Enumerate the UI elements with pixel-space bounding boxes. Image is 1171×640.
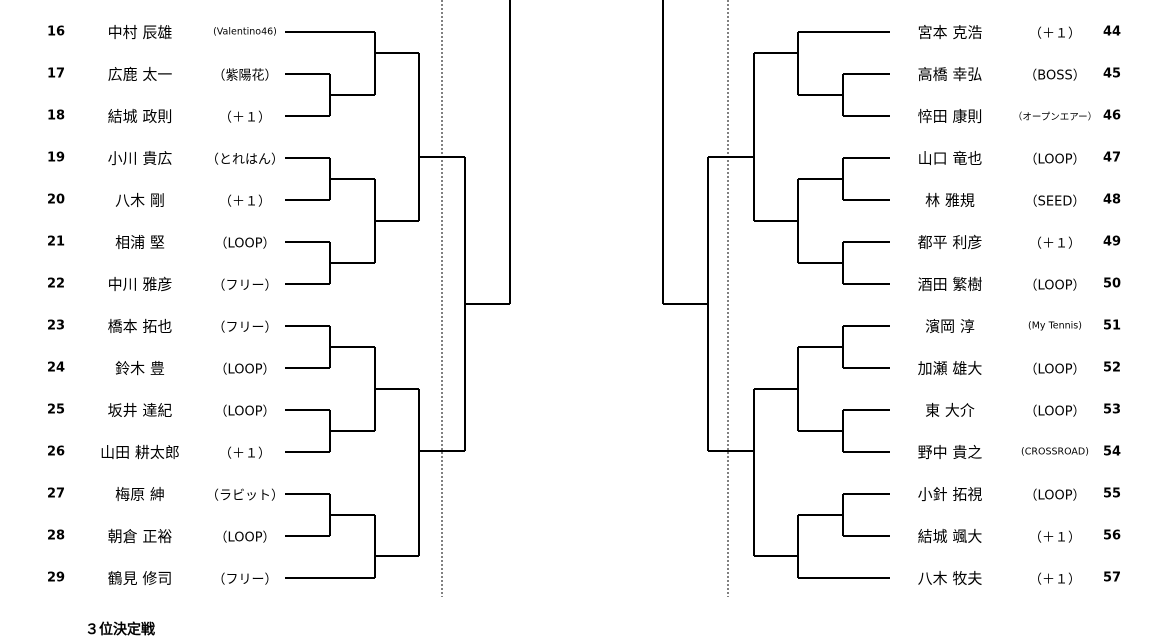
player-club: （LOOP） xyxy=(1024,488,1086,504)
player-name: 野中 貴之 xyxy=(917,443,983,462)
player-number: 20 xyxy=(46,192,66,208)
player-number: 50 xyxy=(1102,276,1122,292)
player-name: 小針 拓視 xyxy=(917,485,983,504)
player-number: 53 xyxy=(1102,402,1122,418)
player-number: 28 xyxy=(46,528,66,544)
player-name: 坂井 達紀 xyxy=(107,401,173,420)
player-club: （フリー） xyxy=(212,572,278,588)
player-number: 27 xyxy=(46,486,66,502)
player-club: (Valentino46) xyxy=(213,26,277,38)
player-club: （ラビット） xyxy=(205,488,284,504)
player-number: 26 xyxy=(46,444,66,460)
player-club: （オープンエアー） xyxy=(1012,112,1098,123)
player-name: 鈴木 豊 xyxy=(115,359,165,378)
player-number: 22 xyxy=(46,276,66,292)
player-number: 54 xyxy=(1102,444,1122,460)
player-number: 25 xyxy=(46,402,66,418)
player-club: （＋１） xyxy=(1028,26,1081,42)
player-name: 広鹿 太一 xyxy=(107,65,173,84)
player-name: 橋本 拓也 xyxy=(107,317,173,336)
player-number: 48 xyxy=(1102,192,1122,208)
player-number: 23 xyxy=(46,318,66,334)
player-name: 高橋 幸弘 xyxy=(917,65,983,84)
player-name: 結城 政則 xyxy=(107,107,173,126)
player-name: 都平 利彦 xyxy=(917,233,983,252)
player-number: 57 xyxy=(1102,570,1122,586)
player-name: 中村 辰雄 xyxy=(107,23,173,42)
player-number: 55 xyxy=(1102,486,1122,502)
player-name: 結城 颯大 xyxy=(917,527,983,546)
player-name: 山口 竜也 xyxy=(917,149,983,168)
player-club: （フリー） xyxy=(212,320,278,336)
player-number: 19 xyxy=(46,150,66,166)
player-club: （＋１） xyxy=(218,446,271,462)
player-name: 濱岡 淳 xyxy=(925,317,975,336)
player-name: 朝倉 正裕 xyxy=(107,527,173,546)
player-club: （＋１） xyxy=(218,194,271,210)
player-number: 16 xyxy=(46,24,66,40)
player-name: 酒田 繁樹 xyxy=(917,275,983,294)
player-name: 林 雅規 xyxy=(925,191,975,210)
player-number: 24 xyxy=(46,360,66,376)
player-number: 17 xyxy=(46,66,66,82)
player-number: 52 xyxy=(1102,360,1122,376)
player-club: (My Tennis) xyxy=(1028,320,1082,332)
player-name: 東 大介 xyxy=(925,401,975,420)
player-name: 梅原 紳 xyxy=(115,485,165,504)
player-number: 56 xyxy=(1102,528,1122,544)
player-name: 鶴見 修司 xyxy=(107,569,173,588)
player-club: （BOSS） xyxy=(1024,68,1086,84)
player-club: （＋１） xyxy=(218,110,271,126)
player-club: （LOOP） xyxy=(1024,362,1086,378)
player-club: （LOOP） xyxy=(1024,404,1086,420)
player-club: （SEED） xyxy=(1024,194,1086,210)
player-name: 相浦 堅 xyxy=(115,233,165,252)
player-number: 51 xyxy=(1102,318,1122,334)
player-number: 21 xyxy=(46,234,66,250)
player-club: （＋１） xyxy=(1028,530,1081,546)
player-name: 宮本 克浩 xyxy=(917,23,983,42)
player-number: 44 xyxy=(1102,24,1122,40)
player-number: 46 xyxy=(1102,108,1122,124)
player-club: （とれはん） xyxy=(205,152,284,168)
player-number: 47 xyxy=(1102,150,1122,166)
player-number: 45 xyxy=(1102,66,1122,82)
player-name: 八木 剛 xyxy=(115,191,165,210)
player-number: 49 xyxy=(1102,234,1122,250)
player-name: 加瀬 雄大 xyxy=(917,359,983,378)
player-club: （フリー） xyxy=(212,278,278,294)
player-club: （LOOP） xyxy=(214,530,276,546)
player-club: （LOOP） xyxy=(1024,278,1086,294)
player-name: 中川 雅彦 xyxy=(107,275,173,294)
player-club: （LOOP） xyxy=(214,404,276,420)
player-club: （LOOP） xyxy=(214,362,276,378)
player-club: （LOOP） xyxy=(214,236,276,252)
player-club: （紫陽花） xyxy=(212,68,278,84)
third-place-title: ３位決定戦 xyxy=(85,622,155,638)
player-club: （＋１） xyxy=(1028,236,1081,252)
player-club: (CROSSROAD) xyxy=(1021,446,1089,458)
player-club: （LOOP） xyxy=(1024,152,1086,168)
player-name: 小川 貴広 xyxy=(107,149,173,168)
player-name: 悴田 康則 xyxy=(917,107,983,126)
player-club: （＋１） xyxy=(1028,572,1081,588)
player-name: 山田 耕太郎 xyxy=(100,443,180,462)
player-number: 29 xyxy=(46,570,66,586)
player-number: 18 xyxy=(46,108,66,124)
player-name: 八木 牧夫 xyxy=(917,569,983,588)
